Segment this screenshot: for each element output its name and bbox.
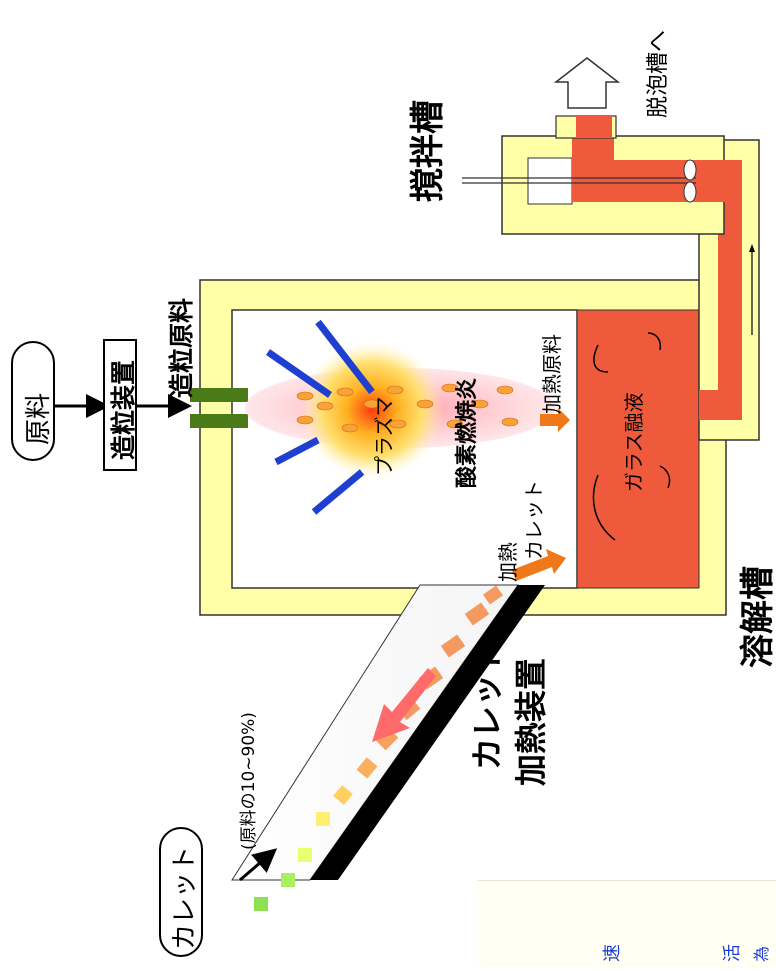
- stirring-tank-label: 撹拌槽: [408, 100, 448, 202]
- heated-material-label: 加熱原料: [540, 334, 564, 414]
- plasma-glow: [300, 342, 444, 478]
- cullet-belt: [310, 585, 545, 880]
- bottom-fragment-3: 為: [752, 945, 771, 962]
- plasma-label: プラズマ: [372, 396, 396, 476]
- cullet-label: カレット: [170, 845, 200, 950]
- circulation-arrow-1: [593, 344, 609, 373]
- stirrer-blade-2: [683, 181, 697, 203]
- cullet-pill: [159, 827, 203, 957]
- heated-cullet-label-1: 加熱: [496, 542, 520, 582]
- granulated-material-label: 造粒原料: [167, 297, 196, 398]
- cullet-input-arrow: [239, 848, 278, 882]
- granulator-label: 造粒装置: [109, 359, 138, 460]
- raw-material-pill: [11, 341, 55, 461]
- to-defoaming-label: 脱泡槽へ: [646, 29, 671, 118]
- cullet-heater-label-1: カレット: [468, 641, 506, 770]
- raw-material-label: 原料: [24, 392, 54, 445]
- conveyor-flow-arrow: [372, 668, 436, 742]
- circulation-arrow-3: [659, 465, 671, 489]
- particles: [296, 383, 519, 433]
- feed-nozzle-top: [190, 388, 248, 402]
- flow-arrow-head: [749, 244, 755, 252]
- glass-melt-label: ガラス融液: [622, 392, 646, 492]
- bottom-fragment-1: 速: [602, 944, 623, 962]
- granulator-box: [103, 339, 137, 471]
- plasma-electrodes: [266, 319, 375, 515]
- circulation-arrow-2: [592, 474, 616, 541]
- oxy-flame-label: 酸素燃焼炎: [455, 377, 480, 488]
- feed-nozzle-bottom: [190, 414, 248, 428]
- bottom-fragment-2: 活: [722, 944, 743, 962]
- cullet-heater-label-2: 加熱装置: [512, 657, 550, 786]
- bottom-text-panel: [478, 880, 776, 968]
- to-defoaming-arrow: [553, 57, 621, 109]
- circulation-arrow-4: [647, 332, 662, 351]
- outlet-port-melt: [576, 116, 612, 138]
- heated-cullet-arrow: [512, 549, 566, 581]
- cullet-ratio-label: (原料の10~90%): [239, 712, 259, 850]
- stirrer-blade-1: [683, 159, 697, 181]
- heated-cullet-label-2: カレット: [522, 480, 546, 560]
- heated-material-arrow: [540, 408, 570, 432]
- stirring-tank-inner: [527, 157, 573, 205]
- glass-melt-pool: [576, 309, 700, 589]
- melting-tank-label: 溶解槽: [738, 566, 776, 668]
